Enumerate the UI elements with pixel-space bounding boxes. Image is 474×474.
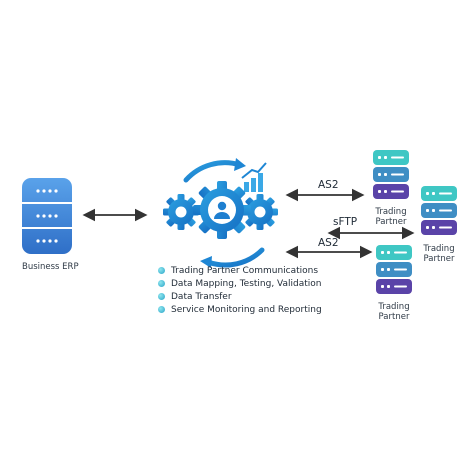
trading-partner-middle-label: Trading Partner	[423, 244, 455, 264]
service-label: Data Mapping, Testing, Validation	[171, 278, 322, 289]
service-label: Data Transfer	[171, 291, 232, 302]
trading-partner-top-label: Trading Partner	[375, 207, 407, 227]
bullet-icon	[158, 280, 165, 287]
list-item: Data Mapping, Testing, Validation	[158, 277, 322, 290]
bullet-icon	[158, 293, 165, 300]
sftp-label: sFTP	[333, 216, 358, 228]
as2-top-label: AS2	[318, 179, 339, 191]
as2-bottom-label: AS2	[318, 237, 339, 249]
database-icon	[22, 178, 72, 254]
list-item: Trading Partner Communications	[158, 264, 322, 277]
bullet-icon	[158, 267, 165, 274]
server-stack-icon	[421, 186, 457, 235]
bullet-icon	[158, 306, 165, 313]
list-item: Service Monitoring and Reporting	[158, 303, 322, 316]
services-list: Trading Partner Communications Data Mapp…	[158, 264, 322, 316]
service-label: Service Monitoring and Reporting	[171, 304, 322, 315]
list-item: Data Transfer	[158, 290, 322, 303]
gears-user-cycle-icon	[163, 158, 278, 268]
server-stack-icon	[373, 150, 409, 199]
server-stack-icon	[376, 245, 412, 294]
service-label: Trading Partner Communications	[171, 265, 319, 276]
business-erp-label: Business ERP	[22, 262, 79, 272]
trading-partner-bottom-label: Trading Partner	[378, 302, 410, 322]
